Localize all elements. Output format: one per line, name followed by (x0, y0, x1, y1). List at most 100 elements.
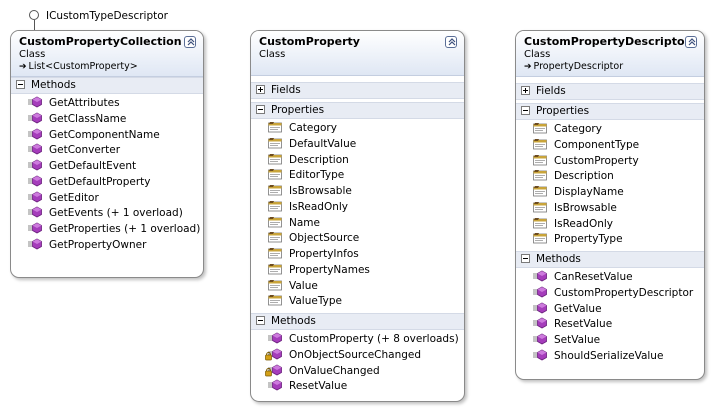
section-fields[interactable]: Fields (251, 82, 464, 99)
method-item[interactable]: SetValue (516, 333, 704, 349)
member-label: Description (554, 170, 614, 183)
property-item[interactable]: Name (251, 216, 464, 232)
property-item[interactable]: Category (251, 121, 464, 137)
member-label: CustomProperty (554, 154, 639, 167)
member-label: GetDefaultEvent (49, 160, 137, 172)
property-item[interactable]: Category (516, 122, 704, 138)
property-item[interactable]: IsReadOnly (251, 200, 464, 216)
property-icon (267, 168, 283, 180)
method-item[interactable]: GetConverter (11, 143, 203, 159)
collapse-section-icon[interactable] (256, 105, 265, 114)
property-item[interactable]: IsReadOnly (516, 217, 704, 233)
property-icon (267, 294, 283, 306)
method-item[interactable]: OnObjectSourceChanged (251, 348, 464, 364)
method-item[interactable]: GetPropertyOwner (11, 238, 203, 254)
chevron-up-icon (448, 38, 456, 46)
member-label: GetComponentName (49, 128, 160, 141)
expand-section-icon[interactable] (521, 86, 530, 95)
property-item[interactable]: IsBrowsable (516, 201, 704, 217)
property-item[interactable]: CustomProperty (516, 154, 704, 170)
property-icon (267, 231, 283, 243)
method-icon (27, 96, 43, 108)
section-methods[interactable]: Methods (516, 251, 704, 268)
property-item[interactable]: PropertyType (516, 232, 704, 248)
member-label: PropertyInfos (289, 248, 359, 260)
class-box-custom-property-collection[interactable]: CustomPropertyCollection Class ➔List<Cus… (10, 30, 204, 278)
property-icon (532, 154, 548, 166)
member-label: OnObjectSourceChanged (289, 348, 422, 361)
property-item[interactable]: ValueType (251, 294, 464, 310)
member-label: OnValueChanged (289, 364, 380, 377)
member-label: SetValue (554, 334, 601, 346)
property-item[interactable]: Value (251, 279, 464, 295)
method-item[interactable]: CanResetValue (516, 270, 704, 286)
class-title: CustomProperty (259, 35, 360, 48)
class-kind: Class (19, 49, 46, 60)
collapse-section-icon[interactable] (256, 316, 265, 325)
member-label: IsBrowsable (554, 201, 617, 214)
class-kind: Class (524, 49, 551, 60)
method-icon (27, 143, 43, 155)
method-icon (27, 159, 43, 171)
method-item[interactable]: GetProperties (+ 1 overload) (11, 222, 203, 238)
collapse-section-icon[interactable] (521, 254, 530, 263)
member-label: GetAttributes (49, 97, 120, 109)
member-label: Name (289, 216, 320, 229)
class-box-custom-property-descriptor[interactable]: CustomPropertyDescriptor Class ➔Property… (515, 30, 705, 380)
method-item[interactable]: GetAttributes (11, 96, 203, 112)
member-label: GetProperties (+ 1 overload) (49, 223, 201, 235)
section-properties[interactable]: Properties (251, 102, 464, 119)
class-box-custom-property[interactable]: CustomProperty Class Fields Properties C… (250, 30, 465, 402)
method-item[interactable]: GetEvents (+ 1 overload) (11, 206, 203, 222)
property-icon (267, 184, 283, 196)
method-icon (532, 270, 548, 282)
section-methods[interactable]: Methods (11, 77, 203, 94)
method-item[interactable]: OnValueChanged (251, 364, 464, 380)
collapse-button[interactable] (184, 36, 196, 48)
method-item[interactable]: ResetValue (251, 379, 464, 395)
property-item[interactable]: Description (251, 153, 464, 169)
section-methods[interactable]: Methods (251, 313, 464, 330)
property-item[interactable]: PropertyInfos (251, 247, 464, 263)
methods-list: CustomProperty (+ 8 overloads)OnObjectSo… (251, 330, 464, 398)
section-fields[interactable]: Fields (516, 83, 704, 100)
property-item[interactable]: ComponentType (516, 138, 704, 154)
class-kind: Class (259, 49, 286, 60)
member-label: DefaultValue (289, 137, 357, 150)
collapse-button[interactable] (445, 36, 457, 48)
method-item[interactable]: GetEditor (11, 191, 203, 207)
method-icon (532, 349, 548, 361)
collapse-button[interactable] (685, 36, 697, 48)
property-item[interactable]: ObjectSource (251, 231, 464, 247)
method-item[interactable]: GetDefaultProperty (11, 175, 203, 191)
inheritance-arrow-icon: ➔ (524, 62, 532, 72)
property-item[interactable]: DefaultValue (251, 137, 464, 153)
property-item[interactable]: IsBrowsable (251, 184, 464, 200)
method-item[interactable]: GetValue (516, 302, 704, 318)
collapse-section-icon[interactable] (521, 106, 530, 115)
method-item[interactable]: GetComponentName (11, 128, 203, 144)
member-label: GetClassName (49, 112, 127, 125)
method-item[interactable]: GetClassName (11, 112, 203, 128)
method-icon (267, 332, 283, 344)
expand-section-icon[interactable] (256, 85, 265, 94)
property-icon (532, 138, 548, 150)
interface-label: ICustomTypeDescriptor (46, 10, 168, 22)
section-properties[interactable]: Properties (516, 103, 704, 120)
class-base: ➔PropertyDescriptor (524, 61, 624, 72)
member-label: GetConverter (49, 144, 121, 157)
method-item[interactable]: GetDefaultEvent (11, 159, 203, 175)
member-label: ValueType (289, 295, 342, 308)
method-item[interactable]: ResetValue (516, 317, 704, 333)
collapse-section-icon[interactable] (16, 80, 25, 89)
property-item[interactable]: EditorType (251, 168, 464, 184)
method-item[interactable]: ShouldSerializeValue (516, 349, 704, 365)
property-item[interactable]: Description (516, 169, 704, 185)
property-item[interactable]: DisplayName (516, 185, 704, 201)
method-item[interactable]: CustomProperty (+ 8 overloads) (251, 332, 464, 348)
property-item[interactable]: PropertyNames (251, 263, 464, 279)
method-icon (27, 206, 43, 218)
member-label: Category (289, 122, 337, 134)
method-item[interactable]: CustomPropertyDescriptor (516, 286, 704, 302)
